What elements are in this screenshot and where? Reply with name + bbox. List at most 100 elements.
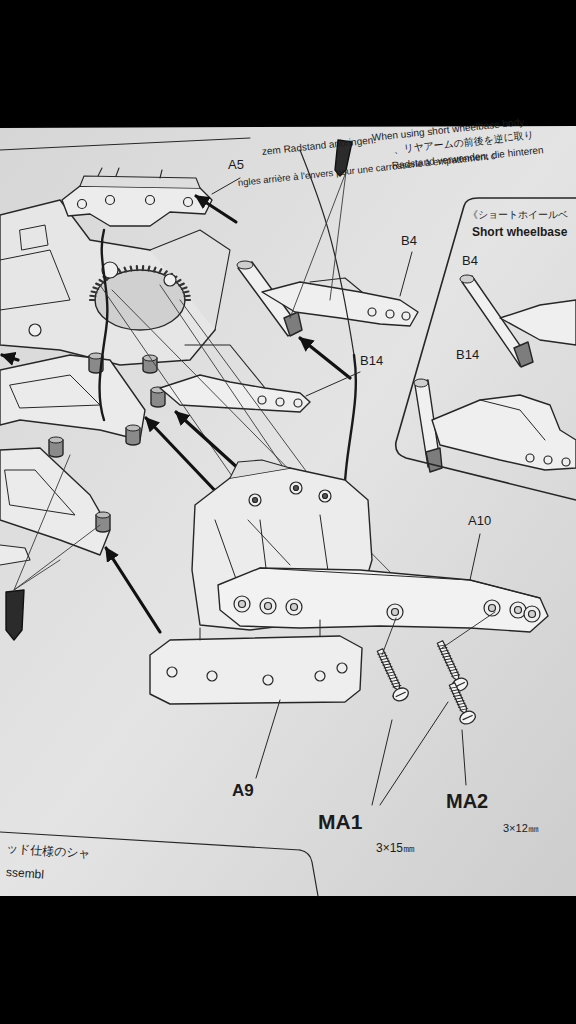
screw-thread bbox=[453, 693, 461, 698]
inset-subheading: Short wheelbase bbox=[472, 226, 567, 239]
screw-thread bbox=[445, 659, 453, 664]
b14-arm bbox=[432, 395, 576, 470]
mounting-hole bbox=[290, 482, 302, 494]
a10-hole bbox=[286, 599, 302, 615]
gear-tooth bbox=[90, 295, 95, 298]
gear-tooth bbox=[92, 290, 97, 293]
screw-thread bbox=[447, 662, 455, 667]
arm-hole bbox=[402, 312, 410, 320]
b4-arm bbox=[310, 278, 362, 292]
a10-hole bbox=[291, 604, 298, 611]
screw-head bbox=[458, 709, 478, 727]
screw-thread bbox=[389, 675, 397, 680]
a9-plate bbox=[150, 636, 362, 704]
gear-tooth bbox=[154, 268, 156, 272]
screw-thread bbox=[457, 701, 465, 706]
bearing bbox=[29, 324, 41, 336]
mounting-hole bbox=[323, 494, 328, 499]
screw-thread bbox=[384, 665, 392, 670]
screw-thread bbox=[380, 656, 388, 661]
screw-slot bbox=[463, 715, 472, 719]
guide-line bbox=[14, 525, 100, 590]
screw-head bbox=[391, 686, 411, 704]
leader-line bbox=[306, 372, 360, 396]
gear-tooth bbox=[100, 280, 104, 282]
gear-tooth bbox=[142, 266, 145, 270]
suspension-arm bbox=[0, 355, 145, 440]
pivot-bushing bbox=[96, 512, 110, 518]
gear-tooth bbox=[125, 268, 127, 272]
mounting-hole bbox=[319, 490, 331, 502]
pivot-bushing bbox=[49, 437, 63, 457]
screw-thread bbox=[443, 654, 451, 659]
leader-line bbox=[470, 534, 480, 580]
a9-hole bbox=[263, 675, 273, 685]
a9-hole bbox=[337, 663, 347, 673]
a9-hole bbox=[167, 667, 177, 677]
screw-thread bbox=[440, 648, 448, 653]
leader-line bbox=[462, 730, 466, 785]
screw-shank bbox=[449, 683, 468, 715]
pivot-bushing bbox=[126, 425, 140, 431]
paper-sheet bbox=[0, 126, 576, 896]
mounting-hole bbox=[106, 196, 115, 205]
gear-tooth bbox=[185, 299, 190, 301]
arm-hole bbox=[386, 310, 394, 318]
a10-hole bbox=[234, 596, 250, 612]
screw-thread bbox=[439, 646, 447, 651]
b14-arm bbox=[480, 400, 545, 440]
guide-line bbox=[330, 172, 346, 300]
screw-code: MA2 bbox=[446, 790, 488, 812]
section-title: ssembl bbox=[6, 866, 45, 882]
gear-tooth bbox=[90, 299, 95, 301]
gear-tooth bbox=[176, 280, 180, 282]
gear-tooth bbox=[119, 269, 121, 273]
part-number: A10 bbox=[468, 514, 491, 528]
screw-thread bbox=[379, 654, 387, 659]
screwdriver-tip bbox=[6, 590, 24, 640]
leader-line bbox=[400, 252, 412, 296]
mounting-hole bbox=[294, 486, 299, 491]
a10-hole bbox=[265, 603, 272, 610]
gear-tooth bbox=[94, 287, 99, 288]
a10-plate bbox=[260, 568, 540, 598]
a10-hole bbox=[392, 609, 399, 616]
screw-thread bbox=[381, 659, 389, 664]
guide-line bbox=[14, 560, 60, 590]
assembly-arrow bbox=[146, 418, 222, 498]
b14-hinge-pin bbox=[426, 448, 442, 472]
screw-thread bbox=[452, 673, 460, 678]
inset-heading: 《ショートホイールベ bbox=[468, 210, 568, 221]
part-number: A9 bbox=[232, 782, 254, 801]
screw-thread bbox=[385, 667, 393, 672]
part-number: B4 bbox=[401, 234, 417, 248]
gear-tooth bbox=[136, 266, 139, 270]
tapping-screw bbox=[445, 681, 478, 727]
guide-line bbox=[180, 300, 320, 490]
bracket-tab bbox=[98, 168, 162, 178]
gearbox-housing bbox=[20, 225, 48, 250]
gear-tooth bbox=[164, 271, 167, 274]
a9-plate bbox=[200, 620, 320, 640]
inset-parts bbox=[414, 275, 576, 472]
a10-hole bbox=[515, 607, 522, 614]
guide-line bbox=[14, 455, 70, 590]
assembly-arrow bbox=[300, 338, 350, 378]
screw-thread bbox=[387, 670, 395, 675]
a5-bracket bbox=[62, 186, 212, 226]
a10-hole bbox=[524, 606, 540, 622]
screw-thread bbox=[450, 685, 458, 690]
gear-tooth bbox=[147, 267, 150, 271]
gear-tooth bbox=[182, 287, 187, 288]
arm-hole bbox=[544, 456, 552, 464]
b14-hinge-pin bbox=[414, 379, 428, 387]
guide-line bbox=[160, 285, 300, 492]
bulkhead-assembly bbox=[150, 460, 548, 704]
arm-hole bbox=[276, 398, 284, 406]
screw-thread bbox=[449, 667, 457, 672]
screw-thread bbox=[390, 678, 398, 683]
gear-tooth bbox=[130, 267, 133, 271]
leader-line bbox=[212, 178, 240, 194]
